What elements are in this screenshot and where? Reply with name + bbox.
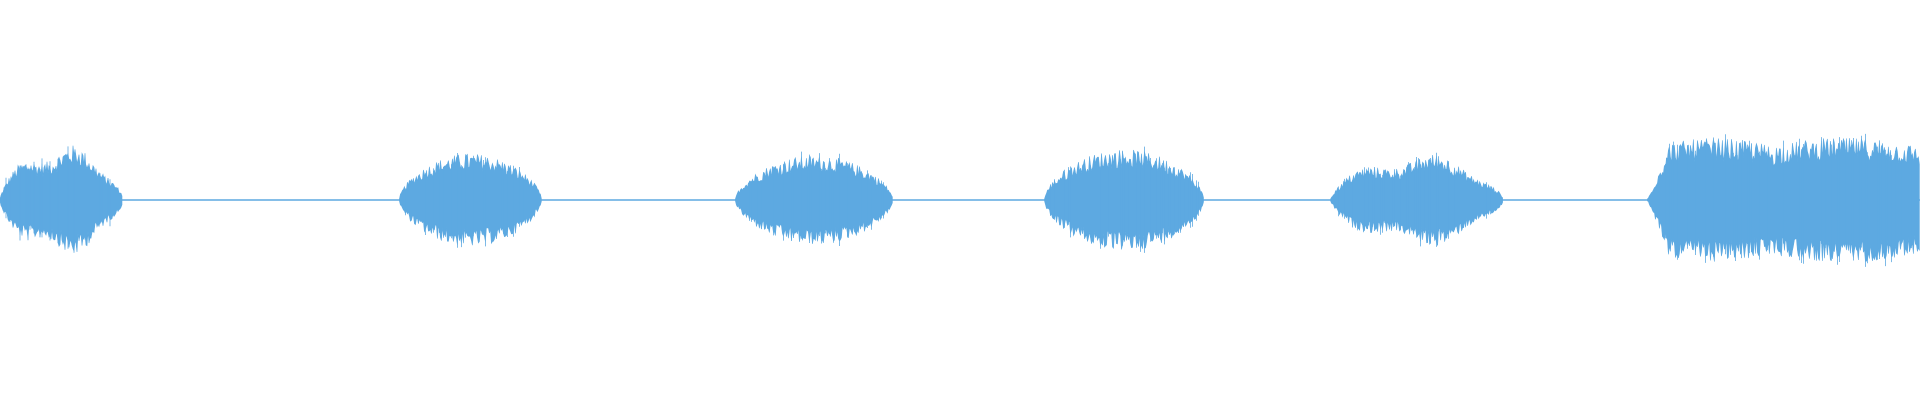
waveform-segment-2	[399, 153, 542, 246]
waveform-segment-3	[735, 156, 893, 244]
waveform-group	[0, 133, 1920, 267]
waveform-segment-4	[1044, 149, 1204, 250]
waveform-segment-1	[0, 145, 123, 253]
